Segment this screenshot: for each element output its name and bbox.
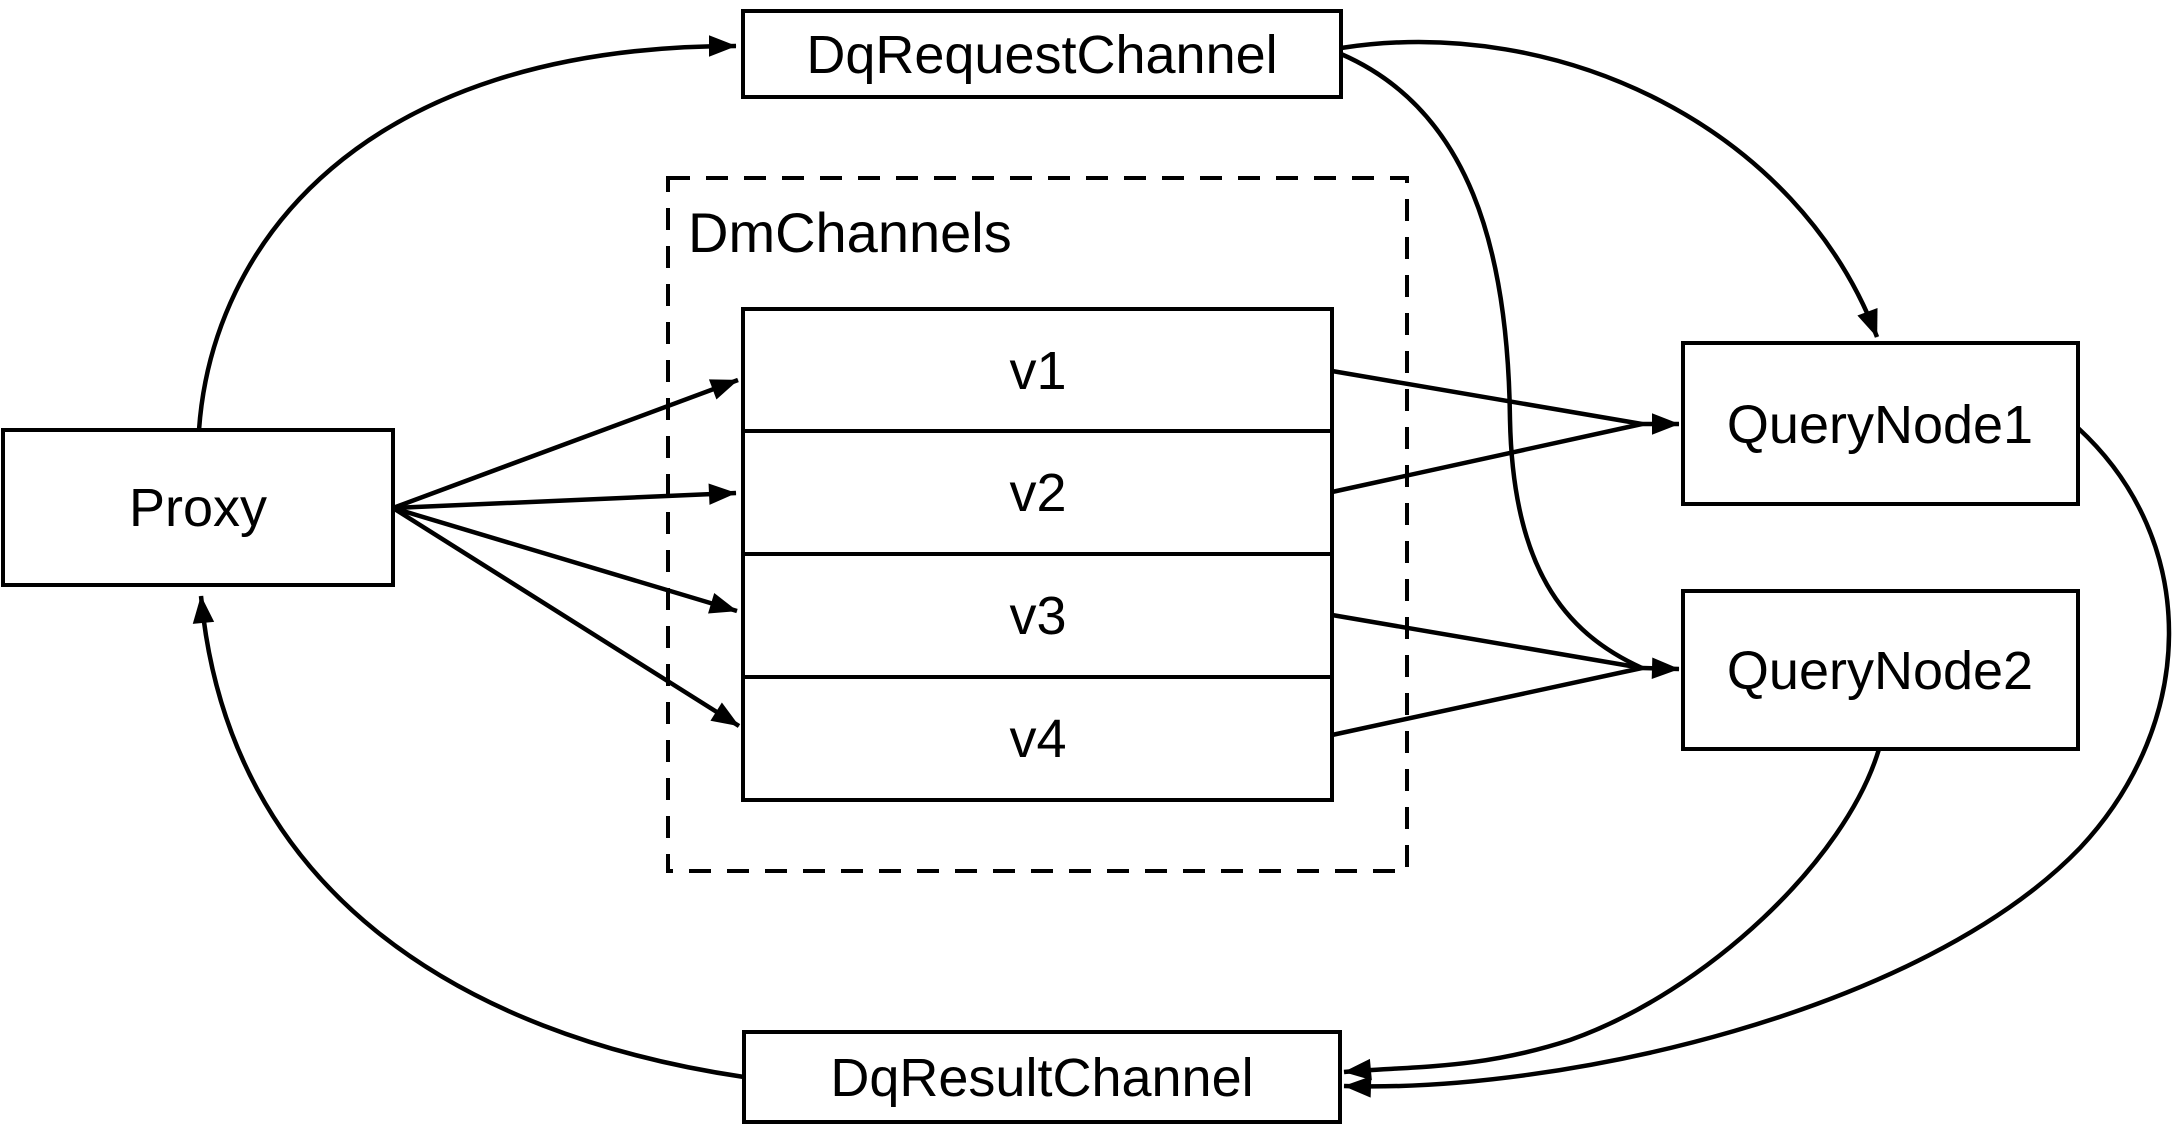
edge-proxy-to-v4 xyxy=(391,506,741,728)
query-node1-label: QueryNode1 xyxy=(1727,395,2033,455)
proxy-label: Proxy xyxy=(129,478,267,538)
edge-proxy-to-v2 xyxy=(392,483,737,511)
cluster-dm-channels: DmChannels v1 v2 v3 v4 xyxy=(666,176,1409,873)
node-query-node1: QueryNode1 xyxy=(1681,341,2080,506)
node-dq-result-channel: DqResultChannel xyxy=(742,1030,1342,1124)
edge-querynode2-to-dqresultchannel xyxy=(1343,748,1882,1081)
dm-channels-dashed-box xyxy=(666,176,1409,873)
channel-v3-label: v3 xyxy=(1009,586,1066,646)
edge-proxy-to-dqrequestchannel xyxy=(196,35,737,431)
proxy-box xyxy=(1,428,395,587)
dm-channels-label: DmChannels xyxy=(688,201,1012,264)
query-node2-box xyxy=(1681,589,2080,751)
edge-v2-to-querynode1 xyxy=(1331,421,1643,495)
dm-channels-table: v1 v2 v3 v4 xyxy=(741,307,1334,802)
dq-request-channel-box xyxy=(741,9,1343,99)
edge-dqrequestchannel-to-querynode2 xyxy=(1340,51,1643,671)
channel-v4-label: v4 xyxy=(1009,709,1066,769)
query-node1-box xyxy=(1681,341,2080,506)
edge-v1-to-querynode1 xyxy=(1331,368,1643,427)
node-proxy: Proxy xyxy=(1,428,395,587)
edge-arrow-into-querynode2 xyxy=(1641,657,1680,680)
edges xyxy=(192,35,2172,1098)
dq-result-channel-box xyxy=(742,1030,1342,1124)
dq-result-channel-label: DqResultChannel xyxy=(830,1048,1253,1108)
edge-querynode1-to-dqresultchannel xyxy=(1343,426,2172,1098)
channel-v2-label: v2 xyxy=(1009,463,1066,523)
node-dq-request-channel: DqRequestChannel xyxy=(741,9,1343,99)
node-query-node2: QueryNode2 xyxy=(1681,589,2080,751)
edge-dqrequestchannel-to-querynode1 xyxy=(1340,39,1880,338)
edge-v3-to-querynode2 xyxy=(1331,612,1643,671)
edge-v4-to-querynode2 xyxy=(1331,665,1643,738)
edge-proxy-to-v3 xyxy=(392,505,738,614)
edge-proxy-to-v1 xyxy=(392,377,739,511)
query-node2-label: QueryNode2 xyxy=(1727,641,2033,701)
channel-v1-label: v1 xyxy=(1009,341,1066,401)
edge-dqresultchannel-to-proxy xyxy=(192,595,745,1080)
dq-request-channel-label: DqRequestChannel xyxy=(806,25,1277,85)
